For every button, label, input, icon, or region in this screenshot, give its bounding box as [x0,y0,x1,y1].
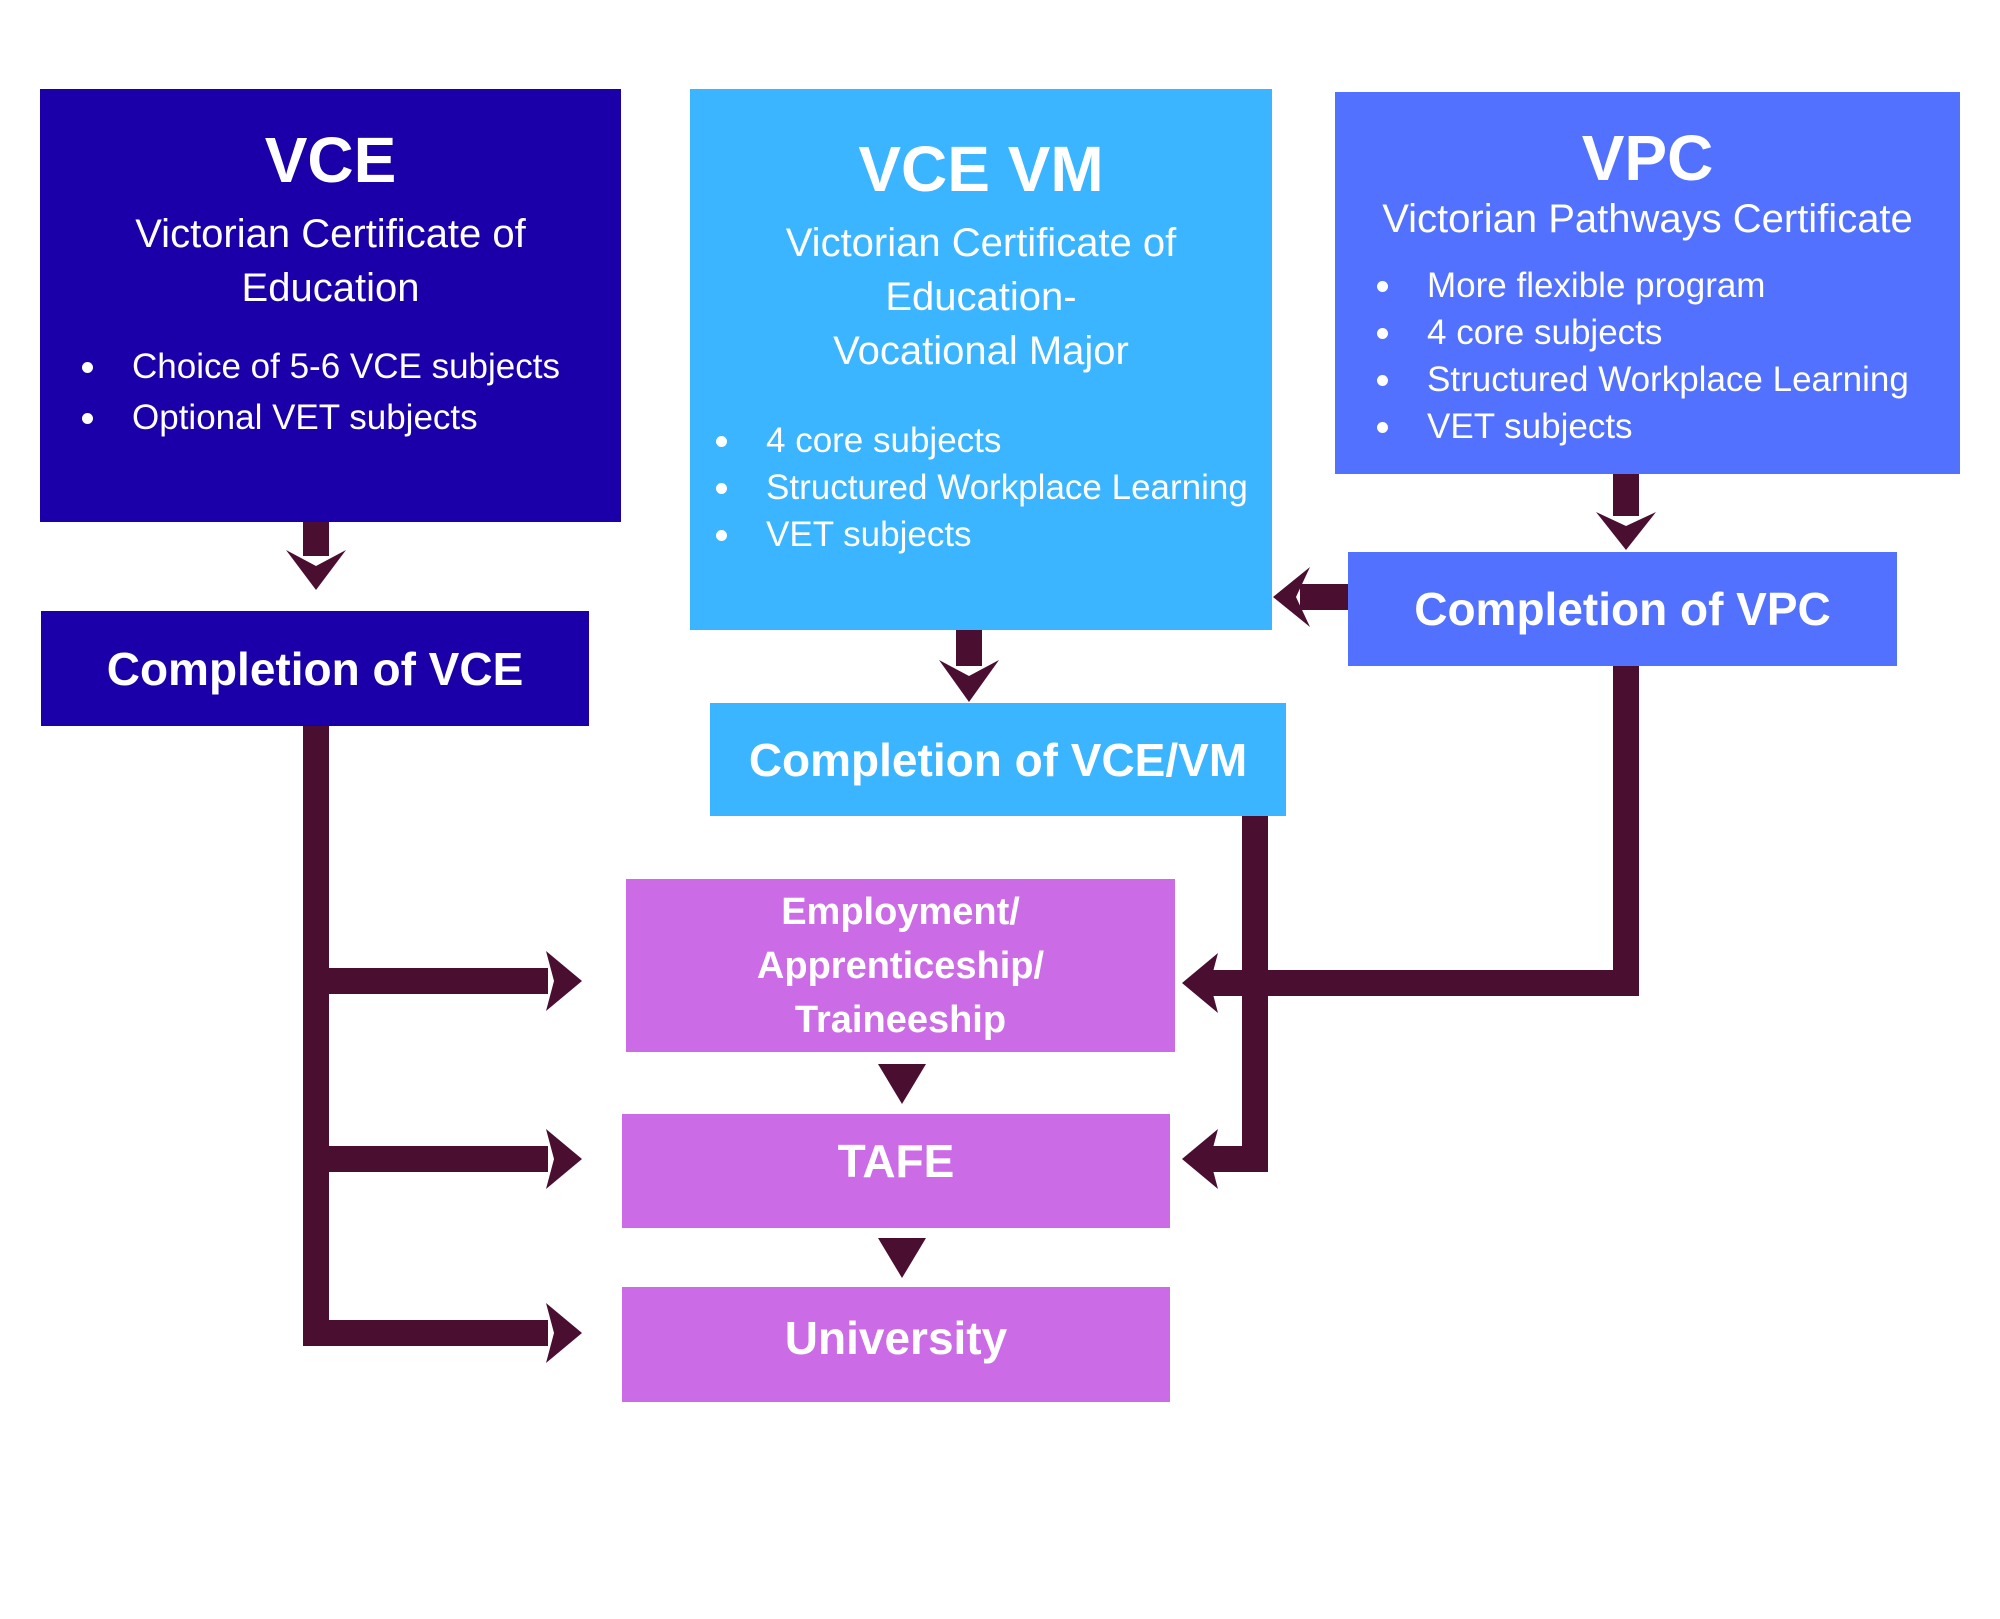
university-box: University [622,1287,1170,1402]
list-item: Choice of 5-6 VCE subjects [70,343,560,390]
list-item: More flexible program [1365,262,1909,309]
employment-line: Apprenticeship/ [756,944,1045,987]
arrow-vce-to-employment [303,968,548,994]
arrow-vcevm-to-tafe [1202,1146,1268,1172]
vce-subtitle-line: Education [241,266,420,310]
employment-box: Employment/ Apprenticeship/ Traineeship [626,879,1175,1052]
list-item: Structured Workplace Learning [1365,356,1909,403]
vpc-subtitle-line: Victorian Pathways Certificate [1382,197,1913,241]
vce-vm-subtitle-line: Vocational Major [833,329,1129,373]
vce-subtitle-line: Victorian Certificate of [135,212,526,256]
arrow-vpc-to-completion [1613,474,1639,516]
vce-program-box: VCE Victorian Certificate of Education C… [40,89,621,522]
arrowhead-vce-to-university [546,1303,582,1363]
arrow-completionvpc-to-vcevm [1300,584,1348,610]
arrowhead-vpc-to-employment [1182,953,1218,1013]
list-item: 4 core subjects [704,417,1248,464]
vce-trunk-line [303,726,329,1330]
vce-vm-title: VCE VM [858,133,1104,205]
university-label: University [784,1311,1008,1364]
vpc-program-box: VPC Victorian Pathways Certificate More … [1335,92,1960,474]
vpc-title: VPC [1581,122,1714,194]
list-item: VET subjects [704,511,1248,558]
employment-line: Traineeship [794,998,1007,1041]
vce-subtitle: Victorian Certificate of Education [40,207,621,315]
tafe-label: TAFE [837,1135,955,1187]
tafe-box: TAFE [622,1114,1170,1228]
arrowhead-completionvpc-to-vcevm [1273,567,1310,627]
vce-vm-subtitle: Victorian Certificate of Education- Voca… [690,216,1272,378]
arrowhead-vce-to-tafe [546,1129,582,1189]
vce-title: VCE [264,124,397,196]
arrowhead-vce-to-completion [286,550,346,590]
completion-vce-vm-box: Completion of VCE/VM [710,703,1286,816]
arrowhead-tafe-to-university [878,1238,926,1278]
arrow-vcevm-to-completion [956,628,982,666]
completion-vpc-box: Completion of VPC [1348,552,1897,666]
arrow-vce-to-completion [303,520,329,556]
arrowhead-employment-to-tafe [878,1064,926,1104]
list-item: VET subjects [1365,403,1909,450]
arrowhead-vce-to-employment [546,951,582,1011]
list-item: Optional VET subjects [70,394,560,441]
arrow-vce-to-tafe [303,1146,548,1172]
arrow-vpc-to-employment [1202,970,1639,996]
list-item: Structured Workplace Learning [704,464,1248,511]
vpc-bullet-list: More flexible program 4 core subjects St… [1365,262,1909,450]
vpc-subtitle: Victorian Pathways Certificate [1335,192,1960,246]
arrow-vce-to-university [303,1320,548,1346]
arrowhead-vpc-to-completion [1596,512,1656,550]
arrowhead-vcevm-to-tafe [1182,1129,1218,1189]
completion-vce-box: Completion of VCE [41,611,589,726]
vce-vm-program-box: VCE VM Victorian Certificate of Educatio… [690,89,1272,630]
vce-vm-subtitle-line: Victorian Certificate of [785,221,1177,265]
list-item: 4 core subjects [1365,309,1909,356]
vpc-trunk-line [1613,666,1639,996]
vce-vm-bullet-list: 4 core subjects Structured Workplace Lea… [704,417,1248,558]
vce-bullet-list: Choice of 5-6 VCE subjects Optional VET … [70,343,560,441]
arrowhead-vcevm-to-completion [939,660,999,702]
vce-vm-subtitle-line: Education- [885,275,1077,319]
employment-line: Employment/ [781,890,1020,933]
